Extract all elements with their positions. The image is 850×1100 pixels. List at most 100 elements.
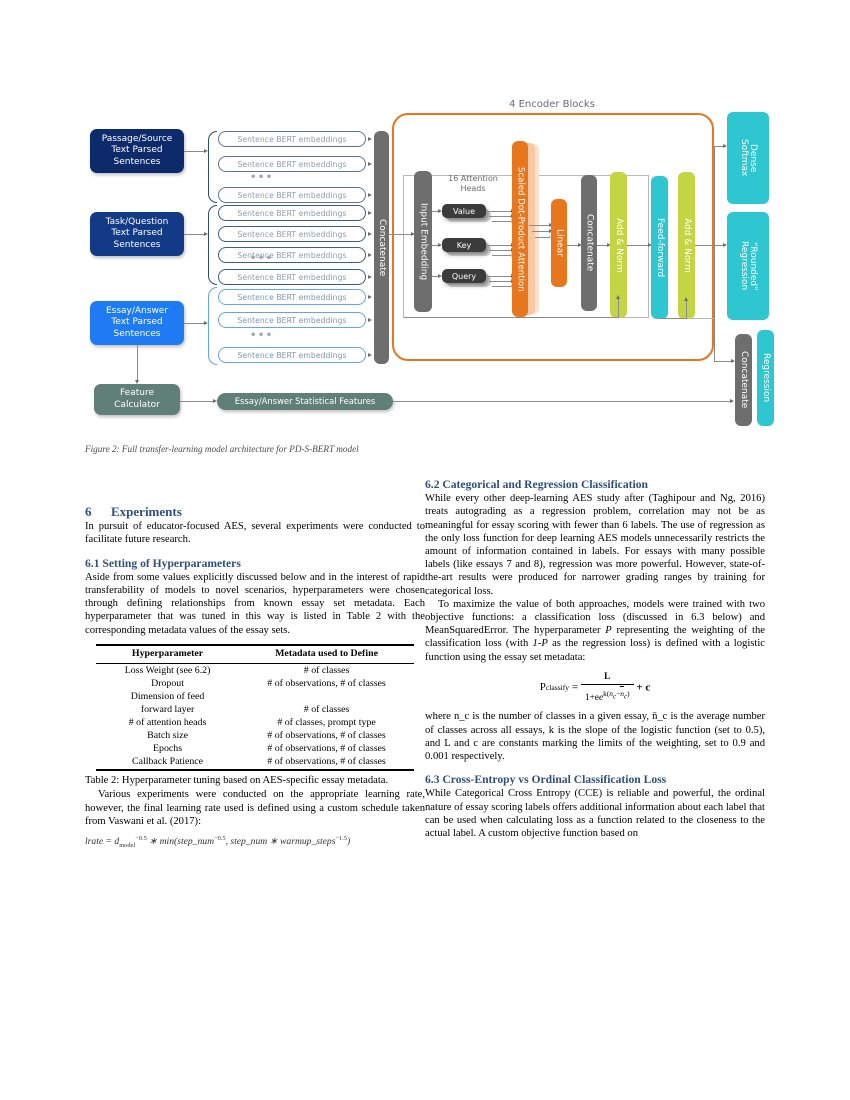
- arrowhead-addnorm1: [607, 242, 611, 247]
- subsection-6-1-paragraph: Aside from some values explicitly discus…: [85, 571, 425, 636]
- table-cell-metadata: # of classes: [303, 664, 350, 676]
- eq-equals: =: [571, 681, 579, 694]
- arrowhead-sbert: [368, 231, 372, 236]
- sbert-label: Sentence BERT embeddings: [237, 229, 347, 239]
- sbert-box: Sentence BERT embeddings: [218, 312, 366, 328]
- concatenate-main-box: Concatenate: [374, 131, 389, 364]
- concatenate-out-box: Concatenate: [735, 334, 752, 426]
- brace-essay: [208, 287, 217, 365]
- table-cell-hyperparameter: Epochs: [153, 742, 183, 754]
- residual-line-2-v: [686, 300, 687, 319]
- arrowhead-sbert: [368, 294, 372, 299]
- arrowhead-sbert: [368, 136, 372, 141]
- input-embedding-label: Input Embedding: [418, 202, 429, 281]
- table-row: # of attention heads # of classes, promp…: [96, 716, 414, 729]
- table-caption: Table 2: Hyperparameter tuning based on …: [85, 775, 389, 787]
- line-attn-to-linear: [529, 225, 550, 226]
- table-cell-metadata: # of classes: [303, 703, 350, 715]
- input-embedding-box: Input Embedding: [414, 171, 432, 312]
- add-norm-2-box: Add & Norm: [678, 172, 695, 319]
- rounded-regression-label: “Rounded” Regression: [739, 241, 758, 291]
- table-cell-hyperparameter: Batch size: [147, 729, 188, 741]
- eq-denominator: 1+eek(nc−nc): [581, 685, 634, 705]
- sbert-box: Sentence BERT embeddings: [218, 226, 366, 242]
- concatenate-heads-label: Concatenate: [584, 214, 595, 272]
- subsection-6-2-paragraph-3: where n_c is the number of classes in a …: [425, 711, 765, 762]
- line-concat-to-addnorm1: [597, 245, 608, 246]
- var-P: P: [605, 625, 612, 637]
- sbert-box: Sentence BERT embeddings: [218, 156, 366, 172]
- table-cell-metadata: # of classes, prompt type: [277, 716, 376, 728]
- line-branch-vertical: [714, 146, 715, 362]
- key-box: Key: [442, 238, 486, 252]
- table-row: forward layer # of classes: [96, 703, 414, 716]
- arrowhead-essay: [204, 320, 208, 325]
- sbert-box: Sentence BERT embeddings: [218, 289, 366, 305]
- value-label: Value: [453, 206, 475, 216]
- source-box-passage-label: Passage/Source Text Parsed Sentences: [101, 134, 173, 167]
- sbert-box: Sentence BERT embeddings: [218, 205, 366, 221]
- table-cell-metadata: # of observations, # of classes: [267, 742, 386, 754]
- right-text-column: 6.2 Categorical and Regression Classific…: [425, 478, 765, 840]
- feature-calculator-label: Feature Calculator: [114, 388, 160, 410]
- line-query-to-attention: [489, 281, 512, 282]
- subsection-heading-6-1: 6.1 Setting of Hyperparameters: [85, 556, 241, 570]
- value-box: Value: [442, 204, 486, 218]
- arrowhead-input-embedding: [411, 231, 415, 236]
- source-box-task-label: Task/Question Text Parsed Sentences: [105, 217, 169, 250]
- arrowhead-rounded-regression: [723, 242, 727, 247]
- ellipsis-group-1: •••: [250, 172, 274, 183]
- lrate-equation: lrate = dmodel−0.5 ∗ min(step_num−0.5, s…: [85, 834, 351, 849]
- arrowhead-key: [438, 242, 442, 247]
- line-encoder-out: [695, 245, 724, 246]
- ellipsis-group-2: •••: [250, 253, 274, 264]
- source-box-essay-label: Essay/Answer Text Parsed Sentences: [105, 306, 169, 339]
- table-row: Epochs # of observations, # of classes: [96, 742, 414, 755]
- source-box-passage: Passage/Source Text Parsed Sentences: [90, 129, 184, 173]
- table-cell-metadata: [239, 690, 414, 703]
- encoder-blocks-title: 4 Encoder Blocks: [509, 99, 595, 110]
- residual-line-2-h: [658, 318, 687, 319]
- line-value-to-attention: [486, 211, 512, 212]
- sbert-box: Sentence BERT embeddings: [218, 131, 366, 147]
- sbert-label: Sentence BERT embeddings: [237, 190, 347, 200]
- table-header-hyperparameter: Hyperparameter: [96, 643, 240, 665]
- table-cell-metadata: # of observations, # of classes: [239, 754, 414, 772]
- concatenate-main-label: Concatenate: [377, 218, 387, 277]
- arrow-essay-to-brace: [184, 323, 204, 324]
- table-row: Batch size # of observations, # of class…: [96, 729, 414, 742]
- table-row: Dropout # of observations, # of classes: [96, 677, 414, 690]
- regression-box: Regression: [757, 330, 774, 426]
- subsection-6-2-paragraph-2: To maximize the value of both approaches…: [425, 598, 765, 664]
- brace-passage: [208, 131, 217, 203]
- line-stats-to-concat-out: [393, 401, 731, 402]
- arrowhead-stat-features: [213, 398, 217, 403]
- arrowhead-residual-2: [683, 297, 688, 301]
- section-number: 6: [85, 504, 92, 519]
- hyperparameter-table: Hyperparameter Metadata used to Define L…: [96, 643, 414, 772]
- var-1-minus-P: 1-P: [532, 638, 548, 650]
- p2-text-b: representing the weighting of the classi…: [425, 625, 765, 650]
- eq-exponent: k(nc−nc): [603, 686, 630, 701]
- sbert-label: Sentence BERT embeddings: [237, 134, 347, 144]
- table-cell-hyperparameter: Dimension of feed: [130, 690, 205, 702]
- learning-rate-paragraph: Various experiments were conducted on th…: [85, 789, 425, 827]
- subsection-heading-6-2: 6.2 Categorical and Regression Classific…: [425, 478, 648, 491]
- line-attn-to-linear: [535, 237, 550, 238]
- query-label: Query: [451, 271, 477, 281]
- lrate-min: min: [159, 836, 175, 848]
- eq-plus-c: + c: [636, 681, 651, 694]
- table-header-metadata: Metadata used to Define: [239, 643, 414, 665]
- line-key-to-attention: [486, 245, 512, 246]
- key-label: Key: [456, 240, 472, 250]
- sbert-box: Sentence BERT embeddings: [218, 187, 366, 203]
- p2-text-a: To maximize the value of both approaches…: [425, 598, 765, 637]
- arrowhead-feedforward: [648, 242, 652, 247]
- line-concat-to-input-embedding: [389, 234, 411, 235]
- add-norm-1-box: Add & Norm: [610, 172, 627, 318]
- arrowhead-sbert: [368, 192, 372, 197]
- arrowhead-sbert: [368, 274, 372, 279]
- arrowhead-query: [438, 273, 442, 278]
- arrowhead-stats-concat: [730, 398, 734, 403]
